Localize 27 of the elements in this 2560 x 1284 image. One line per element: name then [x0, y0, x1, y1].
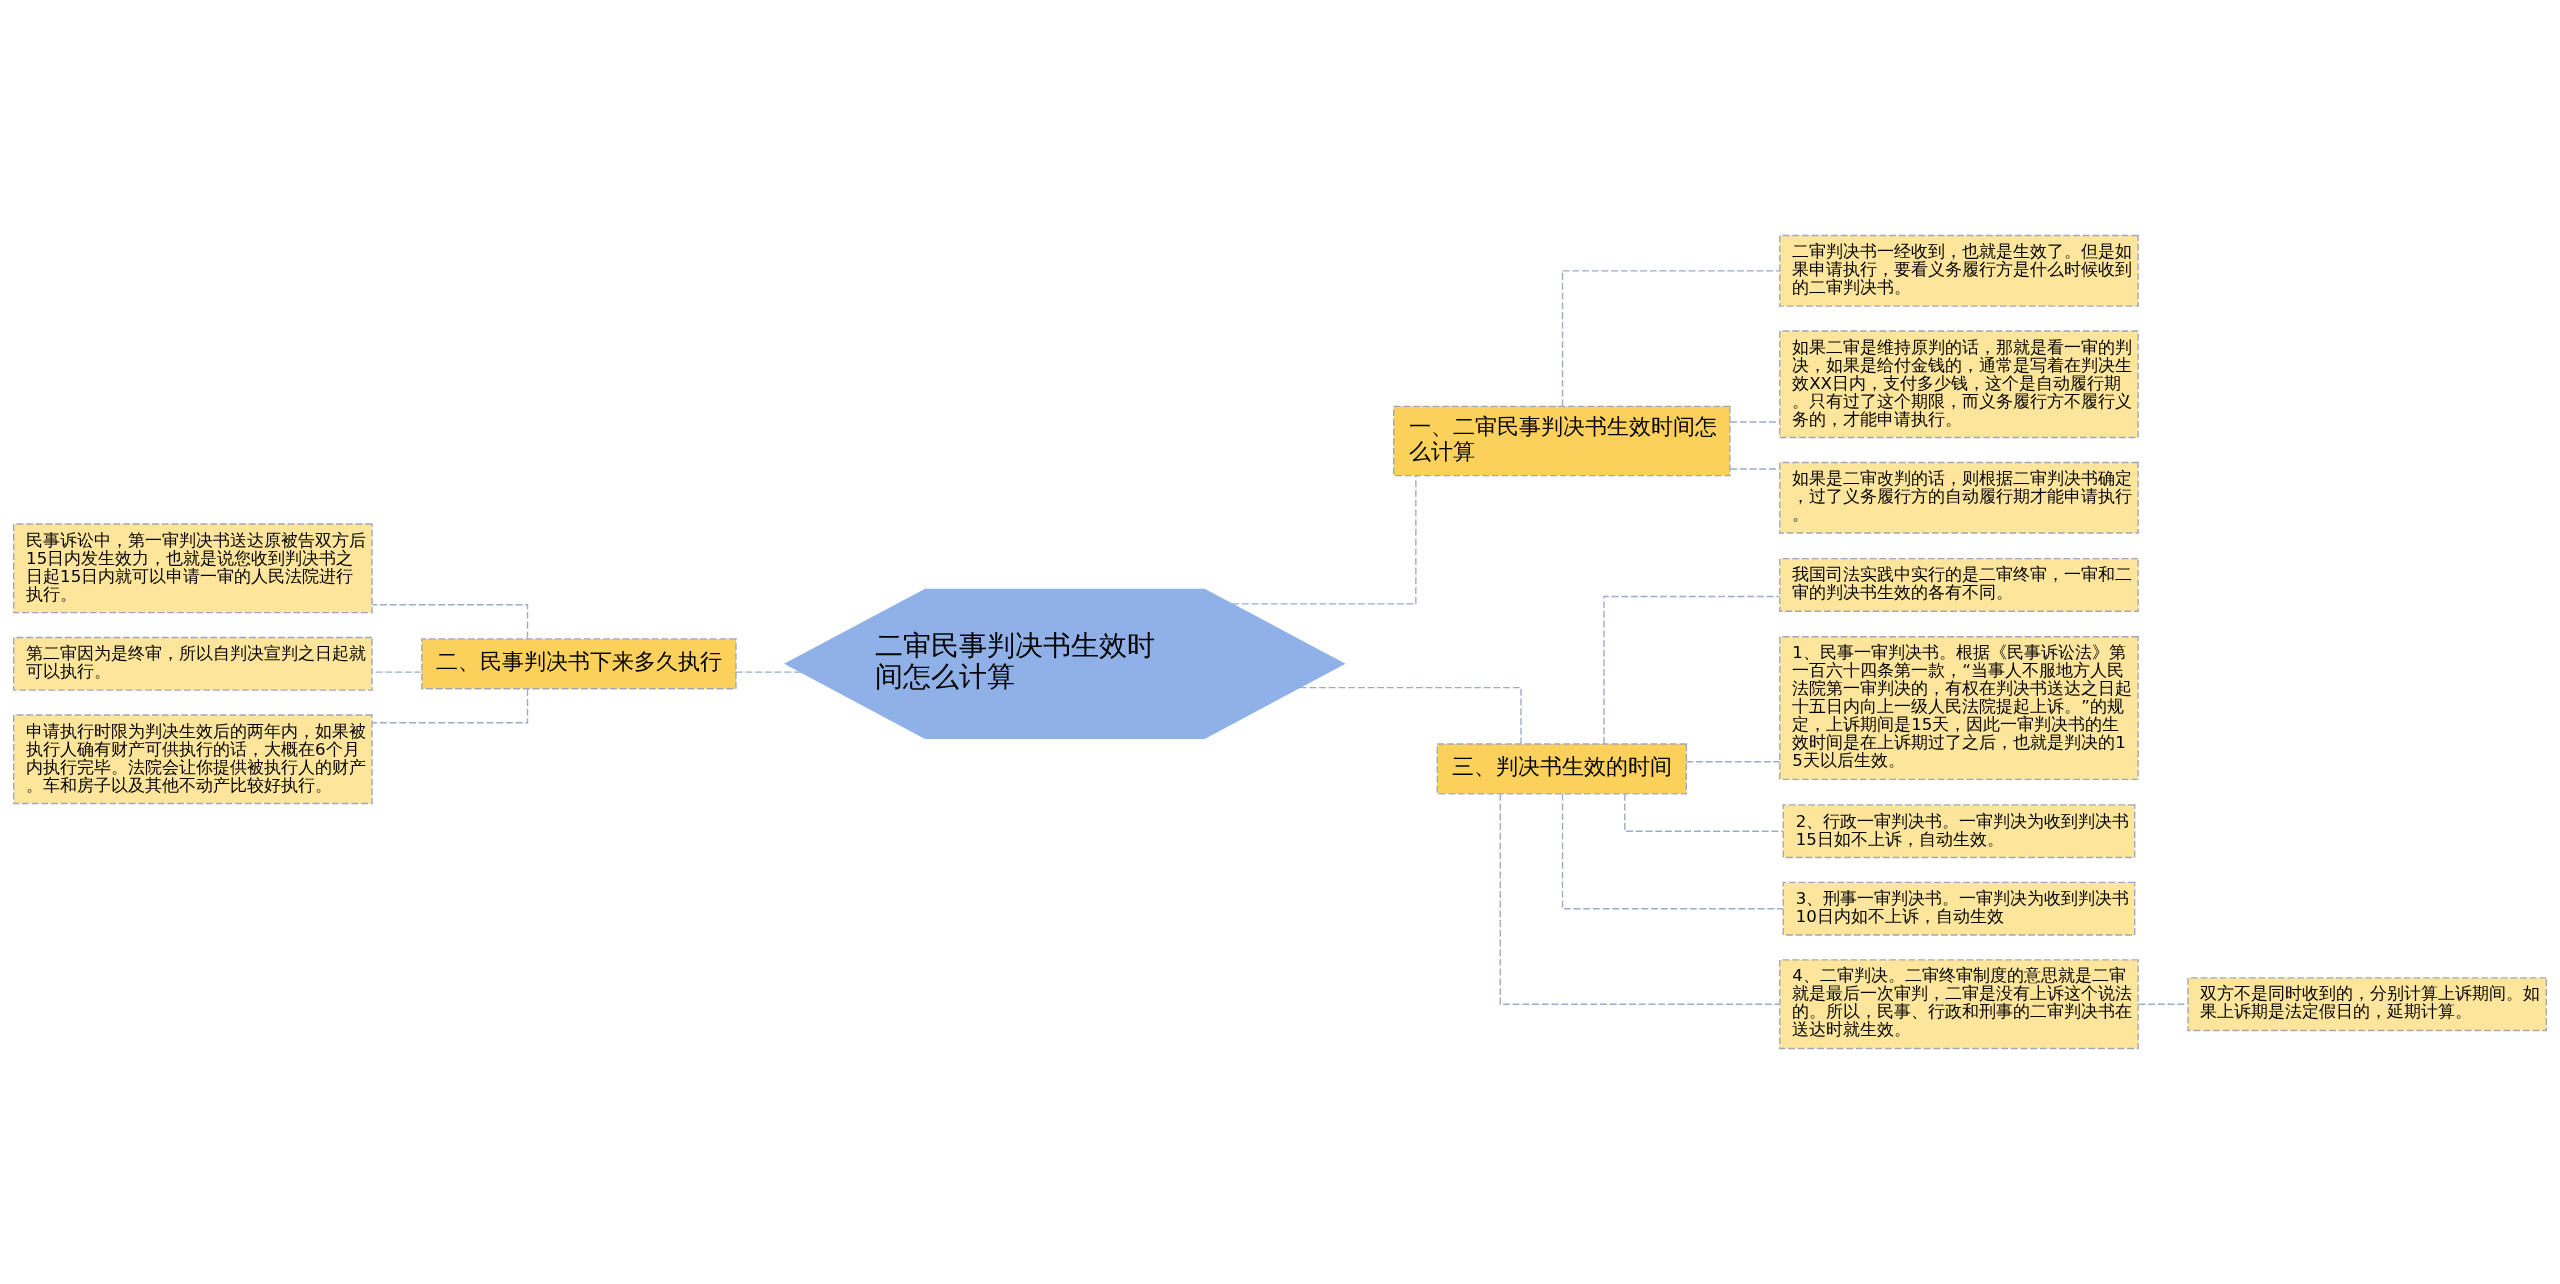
- node-box: 1、民事一审判决书。根据《民事诉讼法》第一百六十四条第一款，“当事人不服地方人民法院第一审判决的，有权在判决书送达之日起十五日内向上一级人民法院提起上诉。”的规定，上诉期间是15天，因此一审判决书的生效时间是在上诉期过了之后，也就是判决的15天以后生效。: [1779, 636, 2139, 781]
- connector: [1561, 270, 1780, 407]
- node-box: 如果二审是维持原判的话，那就是看一审的判决，如果是给付金钱的，通常是写着在判决生效XX日内，支付多少钱，这个是自动履行期。只有过了这个期限，而义务履行方不履行义务的，才能申请执行。: [1779, 330, 2139, 439]
- node-box: 3、刑事一审判决书。一审判决为收到判决书10日内如不上诉，自动生效: [1782, 881, 2136, 936]
- node-box: 4、二审判决。二审终审制度的意思就是二审就是最后一次审判，二审是没有上诉这个说法的。所以，民事、行政和刑事的二审判决书在送达时就生效。: [1779, 959, 2139, 1050]
- node-box: 三、判决书生效的时间: [1436, 743, 1688, 795]
- connector: [1499, 793, 1781, 1005]
- node-box: 如果是二审改判的话，则根据二审判决书确定，过了义务履行方的自动履行期才能申请执行。: [1779, 461, 2139, 534]
- connector: [1603, 595, 1781, 745]
- node-box: 2、行政一审判决书。一审判决为收到判决书15日如不上诉，自动生效。: [1782, 804, 2136, 859]
- node-box: 民事诉讼中，第一审判决书送达原被告双方后15日内发生效力，也就是说您收到判决书之日起15日内就可以申请一审的人民法院进行执行。: [12, 523, 373, 614]
- connector: [2137, 1003, 2189, 1005]
- node-box: 我国司法实践中实行的是二审终审，一审和二审的判决书生效的各有不同。: [1779, 557, 2139, 612]
- connector: [735, 671, 802, 673]
- node-box: 一、二审民事判决书生效时间怎么计算: [1393, 405, 1731, 477]
- node-box: 申请执行时限为判决生效后的两年内，如果被执行人确有财产可供执行的话，大概在6个月内执行完毕。法院会让你提供被执行人的财产。车和房子以及其他不动产比较好执行。: [12, 714, 373, 805]
- node-box: 二审判决书一经收到，也就是生效了。但是如果申请执行，要看义务履行方是什么时候收到的二审判决书。: [1779, 234, 2139, 307]
- connector: [1231, 475, 1417, 605]
- connector: [1685, 761, 1781, 763]
- connector: [371, 688, 529, 724]
- node-box: 二、民事判决书下来多久执行: [421, 638, 737, 690]
- connector: [1298, 686, 1522, 745]
- connector: [1561, 793, 1784, 910]
- connector: [371, 604, 529, 640]
- node-box: 双方不是同时收到的，分别计算上诉期间。如果上诉期是法定假日的，延期计算。: [2187, 977, 2548, 1032]
- node-box: 第二审因为是终审，所以自判决宣判之日起就可以执行。: [12, 636, 373, 691]
- connector: [1624, 793, 1784, 832]
